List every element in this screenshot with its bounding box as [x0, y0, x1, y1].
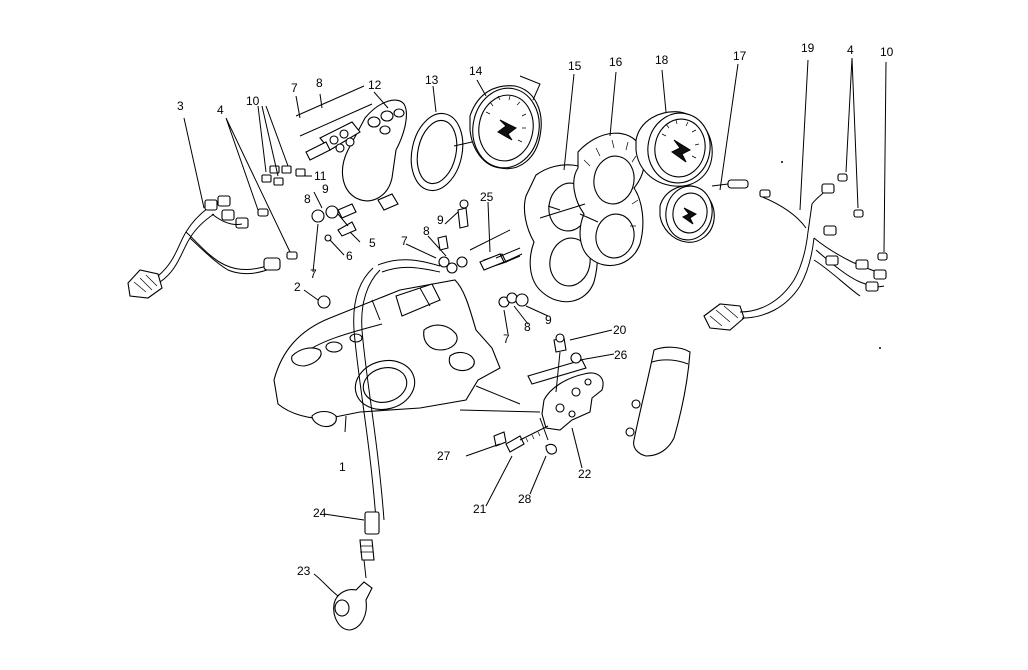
callout-8-left: 8 — [304, 192, 311, 206]
callout-5: 5 — [369, 236, 376, 250]
warning-light-housing — [295, 85, 407, 211]
callout-13: 13 — [425, 73, 439, 87]
callout-14: 14 — [469, 64, 483, 78]
wiring-harness-left — [127, 195, 281, 299]
callout-9-left: 9 — [322, 182, 329, 196]
callout-12: 12 — [368, 78, 382, 92]
tachometer-assembly — [410, 75, 542, 192]
speedometer — [635, 111, 713, 187]
callout-9-lower: 9 — [545, 313, 552, 327]
callout-7-left: 7 — [310, 267, 317, 281]
callout-6: 6 — [346, 249, 353, 263]
callout-19: 19 — [801, 41, 815, 55]
callout-25: 25 — [480, 190, 494, 204]
callout-9-middle: 9 — [437, 213, 444, 227]
leader-lines — [183, 57, 887, 597]
callout-3: 3 — [177, 99, 184, 113]
callout-27: 27 — [437, 449, 451, 463]
callout-8-middle: 8 — [423, 224, 430, 238]
fasteners-left — [257, 165, 306, 260]
callout-7-top: 7 — [291, 81, 298, 95]
wiring-harness-right — [703, 173, 888, 331]
callout-24: 24 — [313, 506, 327, 520]
callout-21: 21 — [473, 502, 487, 516]
callout-2: 2 — [294, 280, 301, 294]
small-gauge — [659, 179, 749, 243]
fasteners-lower — [437, 235, 449, 251]
instrument-panel — [523, 132, 645, 303]
callout-22: 22 — [578, 467, 592, 481]
callout-16: 16 — [609, 55, 623, 69]
callout-4-right: 4 — [847, 43, 854, 57]
callout-1: 1 — [339, 460, 346, 474]
callout-15: 15 — [568, 59, 582, 73]
callout-20: 20 — [613, 323, 627, 337]
stray-dot — [879, 347, 881, 349]
callout-10-left: 10 — [246, 94, 260, 108]
callout-8-top: 8 — [316, 76, 323, 90]
speedo-cable — [333, 259, 441, 631]
callout-4-left: 4 — [217, 103, 224, 117]
stray-dot — [781, 161, 783, 163]
rubber-sleeve — [625, 346, 691, 457]
cable-fitting — [479, 247, 523, 271]
callout-10-right: 10 — [880, 45, 894, 59]
callout-11: 11 — [314, 169, 327, 183]
callout-23: 23 — [297, 564, 311, 578]
callout-labels: 1 2 3 4 4 5 6 7 7 7 7 8 8 8 8 9 9 9 10 1… — [177, 41, 894, 578]
callout-7-lower: 7 — [503, 332, 510, 346]
callout-28: 28 — [518, 492, 532, 506]
callout-17: 17 — [733, 49, 747, 63]
clamp-assembly — [493, 333, 604, 455]
callout-26: 26 — [614, 348, 628, 362]
fasteners-middle — [311, 199, 529, 309]
callout-18: 18 — [655, 53, 669, 67]
callout-8-lower: 8 — [524, 320, 531, 334]
callout-7-middle: 7 — [401, 234, 408, 248]
